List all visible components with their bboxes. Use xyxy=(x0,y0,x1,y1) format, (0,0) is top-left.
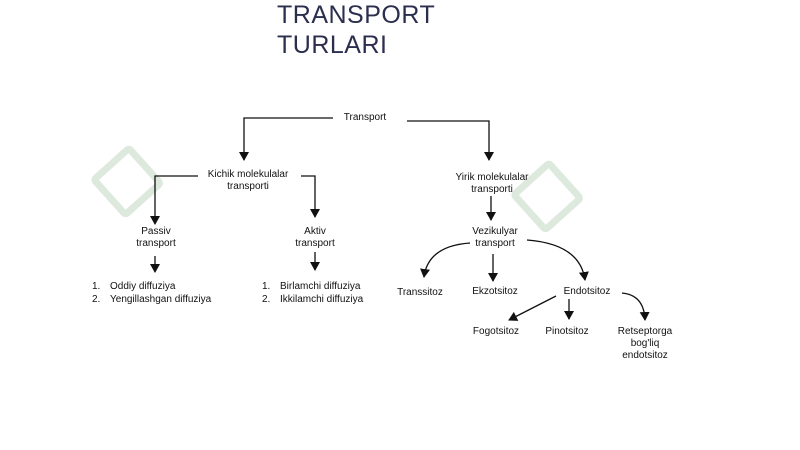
page-title: TRANSPORT TURLARI xyxy=(277,1,436,59)
node-large-molecules: Yirik molekulalar transporti xyxy=(455,172,529,195)
list-item: 1.Oddiy diffuziya xyxy=(92,281,176,292)
list-item: 2.Yengillashgan diffuziya xyxy=(92,293,212,305)
arrow-small-active xyxy=(301,175,320,218)
active-list: 1.Birlamchi diffuziya 2.Ikkilamchi diffu… xyxy=(262,281,363,306)
node-transcytosis: Transsitoz xyxy=(397,287,443,298)
passive-list: 1.Oddiy diffuziya 2.Yengillashgan diffuz… xyxy=(92,281,211,306)
arrow-root-small xyxy=(239,117,333,161)
node-active: Aktiv transport xyxy=(295,226,335,249)
node-vesicular: Vezikulyar transport xyxy=(472,226,518,249)
node-phagocytosis: Fogotsitoz xyxy=(472,326,520,337)
arrow-vesicular-endocytosis xyxy=(526,239,589,281)
node-pinocytosis: Pinotsitoz xyxy=(545,326,589,337)
arrow-endo-receptor xyxy=(621,292,650,321)
list-item: 1.Birlamchi diffuziya xyxy=(262,281,361,292)
node-endocytosis: Endotsitoz xyxy=(563,286,611,297)
node-transport: Transport xyxy=(343,112,387,123)
list-item: 2.Ikkilamchi diffuziya xyxy=(262,293,364,305)
node-receptor-endocytosis: Retseptorga bog'liq endotsitoz xyxy=(617,326,673,361)
node-small-molecules: Kichik molekulalar transporti xyxy=(207,169,289,192)
arrow-small-passive xyxy=(150,175,198,225)
arrow-vesicular-transcytosis xyxy=(420,242,471,278)
node-passive: Passiv transport xyxy=(136,226,176,249)
arrow-endo-phago xyxy=(508,295,557,321)
arrow-root-large xyxy=(407,120,494,161)
node-exocytosis: Ekzotsitoz xyxy=(472,286,518,297)
